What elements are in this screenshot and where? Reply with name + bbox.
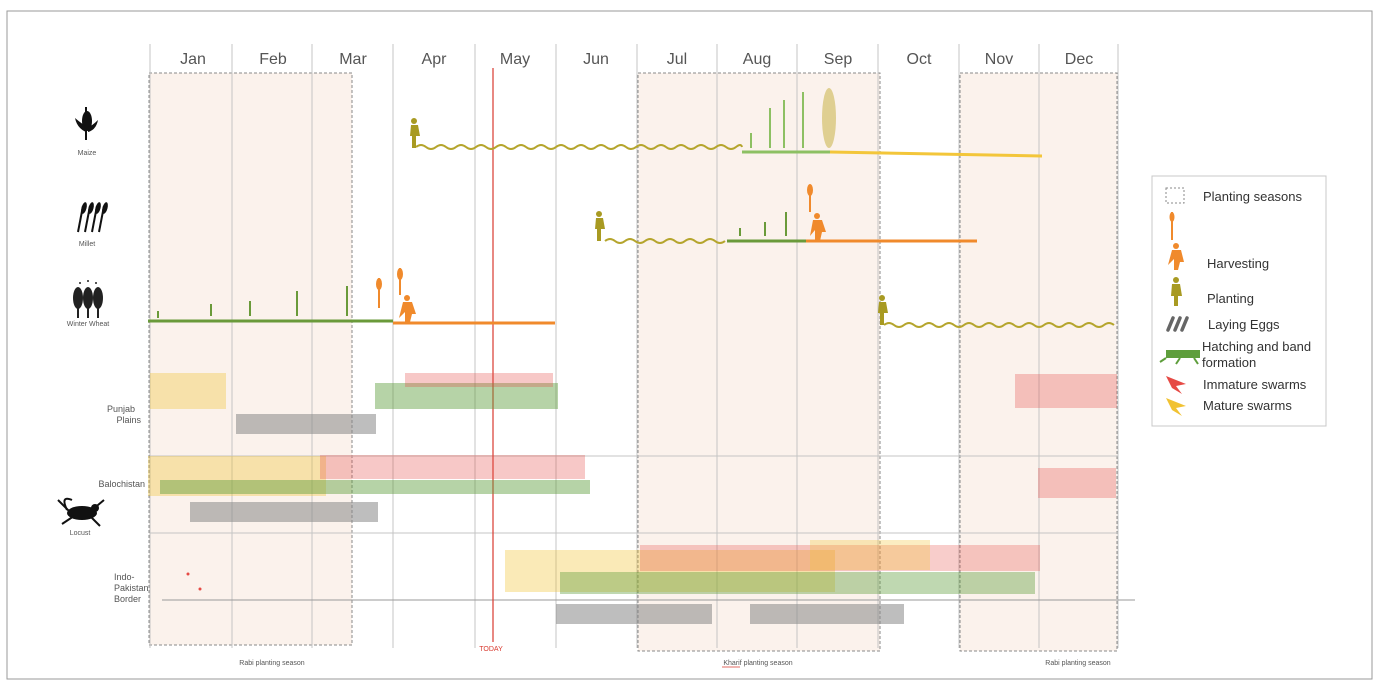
legend-label: Harvesting [1207,256,1269,271]
today-label: TODAY [479,646,503,653]
month-label: Jul [667,51,687,68]
legend: Planting seasons Harvesting Planting Lay… [1151,175,1327,427]
crop-label-wheat: Winter Wheat [67,321,109,328]
planter-icon [595,211,605,241]
hopper-band [160,480,590,494]
maize-planting-line [415,144,743,150]
mature-swarm-icon [1166,398,1186,416]
legend-label: Hatching and band [1202,339,1311,354]
planter-icon [1171,277,1182,306]
immature-swarm-band [1038,468,1116,498]
month-label: Feb [259,51,287,68]
region-label-punjab-line1: Punjab [107,404,135,414]
region-label-balochistan: Balochistan [98,479,145,489]
planter-icon [410,118,420,148]
season-label-rabi-left: Rabi planting season [239,660,304,667]
legend-label: Immature swarms [1203,377,1307,392]
month-label: Dec [1065,51,1093,68]
millet-planting-line [604,238,726,244]
hopper-band-icon [1159,350,1200,365]
eggs-band [236,414,376,434]
millet-icon [77,202,108,233]
legend-label: Laying Eggs [1208,317,1280,332]
crop-timelines [148,144,1115,328]
mature-swarm-band [148,456,326,496]
month-label: Aug [743,51,771,68]
month-label: Nov [985,51,1013,68]
hopper-band [560,572,1035,594]
wheat-planting-line [883,322,1115,328]
legend-label: formation [1202,355,1256,370]
season-label-rabi-right: Rabi planting season [1045,660,1110,667]
legend-label: Mature swarms [1203,398,1292,413]
season-box-kharif [637,72,881,652]
eggs-band [190,502,378,522]
season-label-kharif: Kharif planting season [723,660,792,667]
harvester-icon [807,184,826,241]
maize-icon [75,107,98,140]
region-label-indo-line2: Pakistan [114,583,149,593]
wheat-icon [73,280,103,318]
immature-swarm-band [320,455,585,479]
month-label: Jun [583,51,609,68]
maize-harvest-line [829,150,1043,158]
month-label: Apr [422,51,448,68]
region-label-indo-line3: Border [114,594,141,604]
locust-label: Locust [70,530,91,537]
locust-icon [57,497,105,527]
season-box-rabi-left [148,72,353,646]
month-label: Jan [180,51,206,68]
immature-swarm-icon [1166,376,1186,394]
crop-labels: Maize Millet Winter Wheat [67,107,109,328]
eggs-band [556,604,712,624]
crop-label-millet: Millet [79,241,95,248]
immature-swarm-band [405,373,553,387]
mature-swarm-band [810,540,930,570]
month-label: Oct [907,51,932,68]
locust-bands [148,373,1117,624]
legend-label: Planting [1207,291,1254,306]
region-separators [150,455,1135,601]
hopper-band [375,383,558,409]
legend-label: Planting seasons [1203,189,1303,204]
region-label-punjab-line2: Plains [116,415,141,425]
growing-plants [157,88,836,318]
swarm-dot [198,587,202,591]
region-labels: Punjab Plains Balochistan Indo- Pakistan… [98,404,148,604]
month-grid [149,44,1119,648]
harvester-icon [1168,212,1184,270]
dashed-box-icon [1165,187,1185,204]
eggs-icon [1166,316,1189,332]
swarm-dot [186,572,190,576]
crop-label-maize: Maize [78,150,97,157]
month-labels: Jan Feb Mar Apr May Jun Jul Aug Sep Oct … [180,51,1093,68]
month-label: Mar [339,51,367,68]
mature-swarm-band [505,550,835,592]
month-label: Sep [824,51,853,68]
month-label: May [500,51,530,68]
planter-icon [878,295,888,325]
harvester-icon [376,268,416,322]
region-label-indo-line1: Indo- [114,572,135,582]
immature-swarm-band [640,545,1040,571]
eggs-band [750,604,904,624]
mature-swarm-band [150,373,226,409]
immature-swarm-band [1015,374,1117,408]
